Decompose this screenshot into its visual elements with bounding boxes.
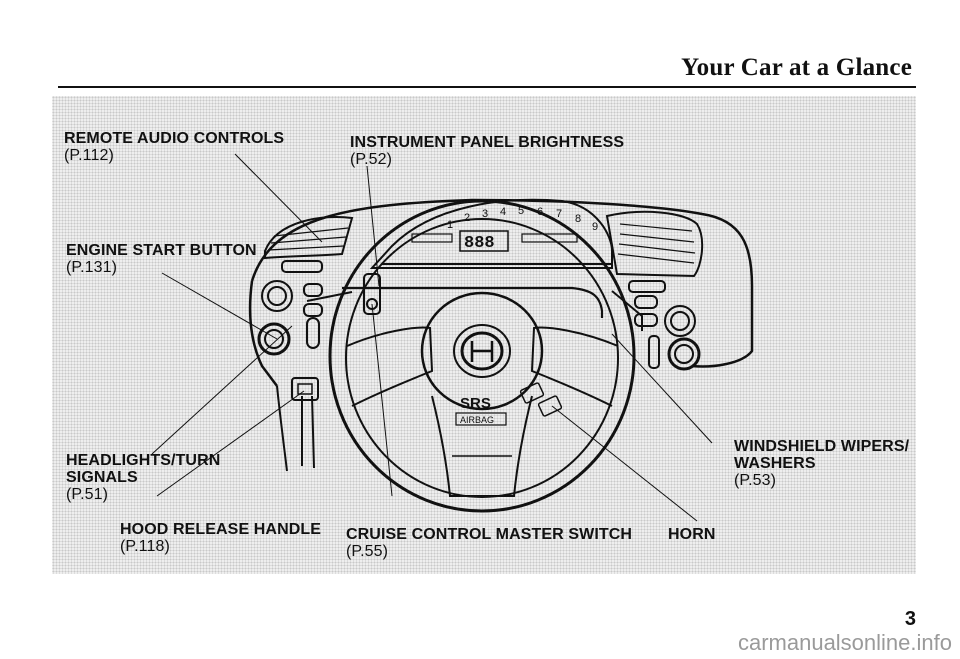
srs-label: SRS — [460, 395, 491, 412]
callout-hood-release-handle: HOOD RELEASE HANDLE (P.118) — [120, 521, 322, 555]
svg-text:9: 9 — [592, 221, 598, 233]
page-number: 3 — [904, 608, 916, 630]
callout-engine-start-button: ENGINE START BUTTON (P.131) — [66, 242, 257, 276]
watermark-link[interactable]: carmanualsonline.info — [737, 630, 952, 655]
svg-text:4: 4 — [500, 206, 506, 218]
callout-windshield-wipers-washers: WINDSHIELD WIPERS/ WASHERS (P.53) — [734, 438, 910, 489]
digital-display: 888 — [464, 234, 495, 253]
airbag-label: AIRBAG — [460, 415, 494, 425]
dashboard-illustration: 1 2 3 4 5 6 7 8 9 888 SRS — [52, 96, 916, 574]
svg-text:2: 2 — [464, 212, 470, 224]
header-divider — [58, 86, 916, 88]
svg-text:8: 8 — [575, 213, 581, 225]
svg-text:3: 3 — [482, 208, 488, 220]
callout-remote-audio-controls: REMOTE AUDIO CONTROLS (P.112) — [64, 130, 285, 164]
svg-text:5: 5 — [518, 205, 524, 217]
steering-wheel-drawing: 1 2 3 4 5 6 7 8 9 888 SRS — [151, 153, 754, 522]
svg-text:7: 7 — [556, 208, 562, 220]
tach-numbers: 1 — [447, 219, 453, 231]
callout-headlights-turn-signals: HEADLIGHTS/TURN SIGNALS (P.51) — [66, 452, 221, 503]
callout-cruise-control-master-switch: CRUISE CONTROL MASTER SWITCH (P.55) — [346, 526, 633, 560]
callout-instrument-panel-brightness: INSTRUMENT PANEL BRIGHTNESS (P.52) — [350, 134, 625, 168]
page-title: Your Car at a Glance — [681, 54, 912, 81]
callout-horn: HORN — [668, 526, 716, 543]
